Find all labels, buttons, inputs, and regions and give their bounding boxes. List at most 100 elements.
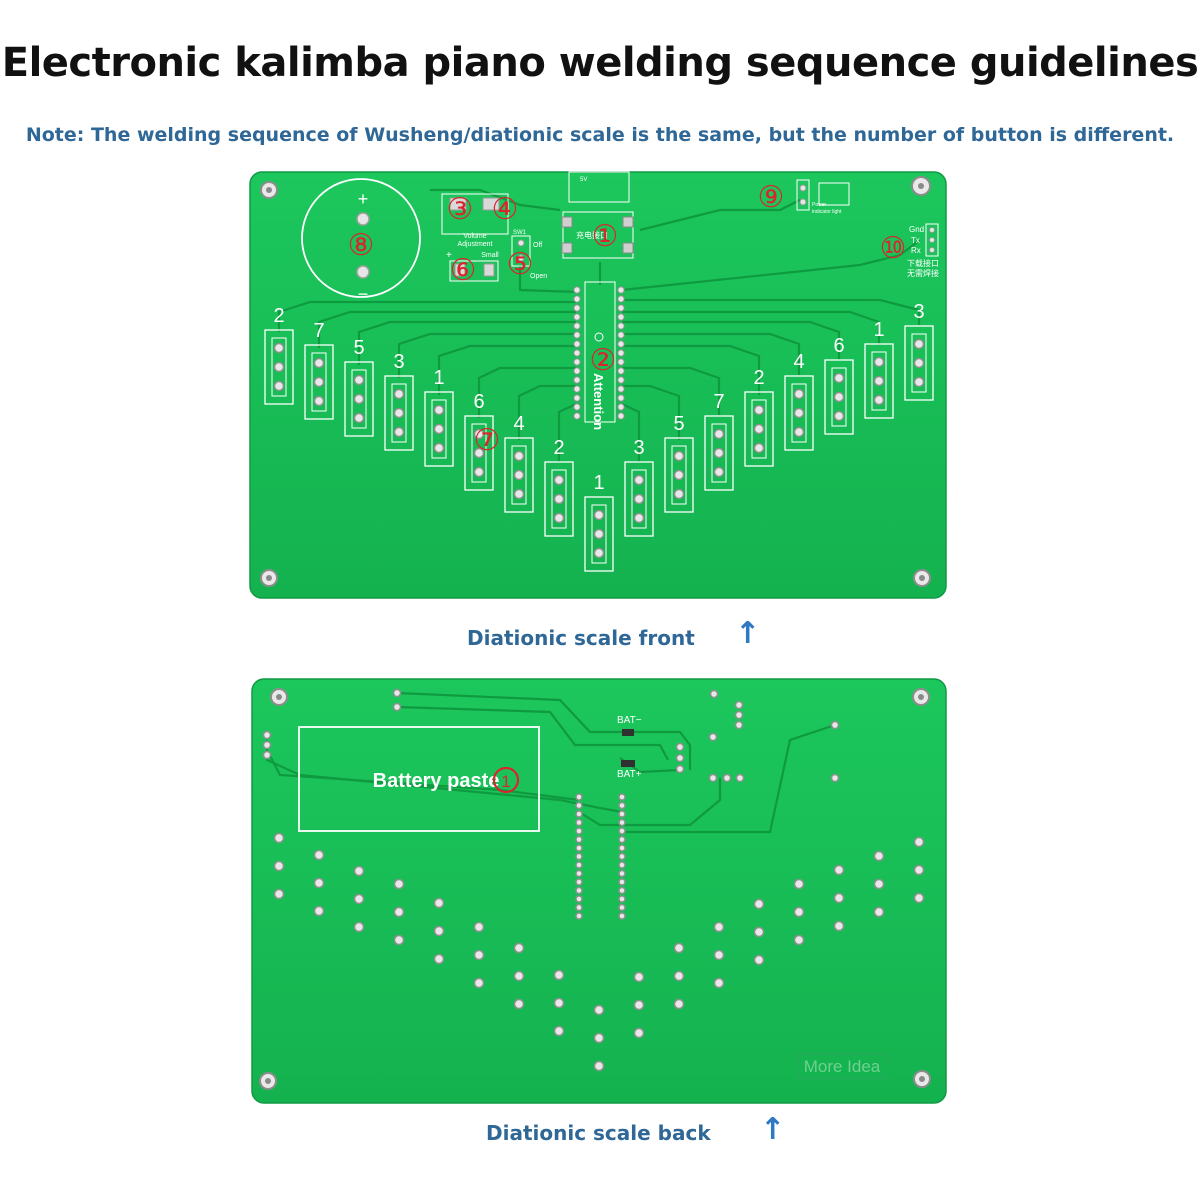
marker-7: ⑦	[474, 424, 501, 457]
bat-plus-label: BAT+	[617, 769, 642, 780]
back-pad	[262, 730, 272, 740]
front-arrow: ↑	[735, 616, 761, 651]
key-pad	[313, 357, 325, 369]
back-key-pad	[673, 942, 685, 954]
back-key-pad	[713, 949, 725, 961]
small-label: Small	[481, 252, 499, 259]
key-pad	[393, 407, 405, 419]
key-inner	[391, 383, 407, 443]
watermark-text: More Idea	[804, 1057, 881, 1076]
note-number: 1	[873, 319, 884, 341]
back-key-pad	[553, 1025, 565, 1037]
mcu-pin	[573, 331, 581, 339]
key-pad	[633, 474, 645, 486]
back-key-pad	[633, 1027, 645, 1039]
key-inner	[751, 399, 767, 459]
back-pad	[708, 732, 718, 742]
key-inner	[871, 351, 887, 411]
watermark: More Idea	[797, 1053, 887, 1079]
back-key-pad	[393, 934, 405, 946]
back-key-pad	[553, 969, 565, 981]
attention-label: Attention	[591, 373, 606, 430]
mcu-pin	[617, 313, 625, 321]
note-number: 6	[473, 391, 484, 413]
key-pad	[633, 493, 645, 505]
back-pad	[262, 750, 272, 760]
key-pad	[873, 375, 885, 387]
key-inner	[311, 352, 327, 412]
back-mcu-pin	[575, 886, 583, 895]
back-mcu-pin	[618, 869, 626, 878]
back-pad	[734, 720, 744, 730]
key-outline	[784, 375, 814, 451]
mcu-pin	[617, 295, 625, 303]
marker-4: ④	[492, 193, 519, 226]
key-pad	[553, 512, 565, 524]
key-outline	[544, 461, 574, 537]
back-mcu-pin	[575, 878, 583, 886]
key-pad	[513, 488, 525, 500]
key-pad	[433, 404, 445, 416]
back-mcu-pin	[618, 844, 626, 852]
back-key-pad	[833, 920, 845, 932]
back-pad	[675, 742, 685, 752]
back-key-pad	[913, 836, 925, 848]
note-number: 3	[633, 437, 644, 459]
key-pad	[833, 391, 845, 403]
bat-minus-label: BAT−	[617, 715, 642, 726]
back-mcu-pin	[575, 852, 583, 861]
key-pad	[553, 474, 565, 486]
back-pad	[262, 740, 272, 750]
back-key-pad	[793, 906, 805, 918]
volume-label-2: Adjustment	[457, 241, 492, 248]
vcc-label: 5V	[580, 177, 587, 183]
back-key-pad	[513, 998, 525, 1010]
key-pad	[433, 423, 445, 435]
note-number: 3	[913, 301, 924, 323]
back-key-pad	[593, 1032, 605, 1044]
note-number: 2	[553, 437, 564, 459]
note-number: 7	[713, 391, 724, 413]
key-pad	[273, 380, 285, 392]
back-mcu-pin	[575, 869, 583, 878]
back-key-pad	[353, 893, 365, 905]
key-pad	[713, 447, 725, 459]
back-key-pad	[313, 905, 325, 917]
back-mcu-pin	[618, 912, 626, 920]
key-pad	[673, 469, 685, 481]
back-key-pad	[753, 926, 765, 938]
back-mcu-pin	[618, 861, 626, 869]
back-pad	[675, 753, 685, 763]
key-pad	[633, 512, 645, 524]
back-pad	[830, 720, 840, 730]
mcu-pin	[617, 412, 625, 420]
back-key-pad	[833, 864, 845, 876]
back-key-pad	[273, 860, 285, 872]
back-key-pad	[433, 925, 445, 937]
note-number: 7	[313, 320, 324, 342]
back-key-pad	[873, 850, 885, 862]
volume-block: Volume Adjustment Small +	[441, 193, 509, 282]
mcu-pin	[573, 340, 581, 348]
key-pad	[753, 442, 765, 454]
back-key-pad	[753, 898, 765, 910]
key-pad	[593, 528, 605, 540]
mcu-pin	[573, 412, 581, 420]
key-pad	[833, 372, 845, 384]
key-pad	[353, 393, 365, 405]
back-pads	[262, 688, 925, 1072]
battery-label: Battery paste	[373, 770, 500, 792]
back-mcu-pin	[618, 827, 626, 835]
back-pad	[830, 773, 840, 783]
key-inner	[471, 423, 487, 483]
marker-9: ⑨	[758, 181, 785, 214]
mcu-pin	[617, 403, 625, 411]
back-key-pad	[793, 878, 805, 890]
note-text: Note: The welding sequence of Wusheng/di…	[25, 124, 1175, 146]
mcu-pin	[573, 367, 581, 375]
mcu-pin	[573, 394, 581, 402]
back-mcu-pin	[618, 903, 626, 912]
key-inner	[911, 333, 927, 393]
front-traces	[277, 188, 921, 462]
back-key-pad	[873, 906, 885, 918]
